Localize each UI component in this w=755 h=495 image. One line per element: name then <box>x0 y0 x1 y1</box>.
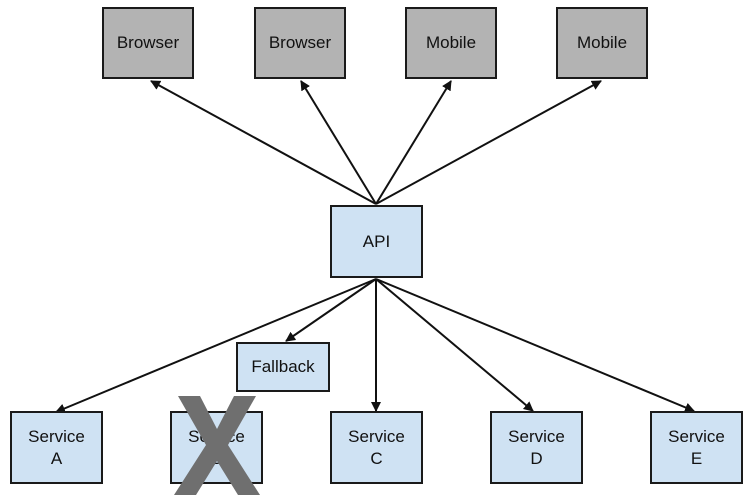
x-icon <box>174 396 260 495</box>
arrow-api-to-mobile-2 <box>375 80 602 205</box>
node-label-line2: C <box>370 448 383 468</box>
arrow-api-to-browser-1 <box>150 80 377 205</box>
arrow-api-to-service-d <box>375 278 534 412</box>
node-label-line1: Service <box>28 426 85 446</box>
node-label-line2: A <box>50 448 63 468</box>
fallback-node: Fallback <box>236 342 330 392</box>
node-label-line2: E <box>690 448 703 468</box>
arrow-api-to-fallback <box>285 278 377 342</box>
arrow-api-to-service-a <box>55 278 377 414</box>
node-label: API <box>362 231 391 251</box>
node-label-line1: Service <box>508 426 565 446</box>
arrow-api-to-browser-2 <box>300 80 377 205</box>
node-label-line1: Service <box>668 426 725 446</box>
node-label: Browser <box>116 33 180 52</box>
browser-client-2: Browser <box>254 7 346 79</box>
arrow-api-to-mobile-1 <box>375 80 452 205</box>
mobile-client-1: Mobile <box>405 7 497 79</box>
node-label-line1: Service <box>348 426 405 446</box>
node-label-line2: D <box>530 448 543 468</box>
mobile-client-2: Mobile <box>556 7 648 79</box>
node-label: Mobile <box>576 33 628 52</box>
browser-client-1: Browser <box>102 7 194 79</box>
api-node: API <box>330 205 423 278</box>
node-label: Browser <box>268 33 332 52</box>
node-label: Mobile <box>425 33 477 52</box>
node-label: Fallback <box>251 357 315 376</box>
arrow-api-to-service-e <box>375 278 695 413</box>
